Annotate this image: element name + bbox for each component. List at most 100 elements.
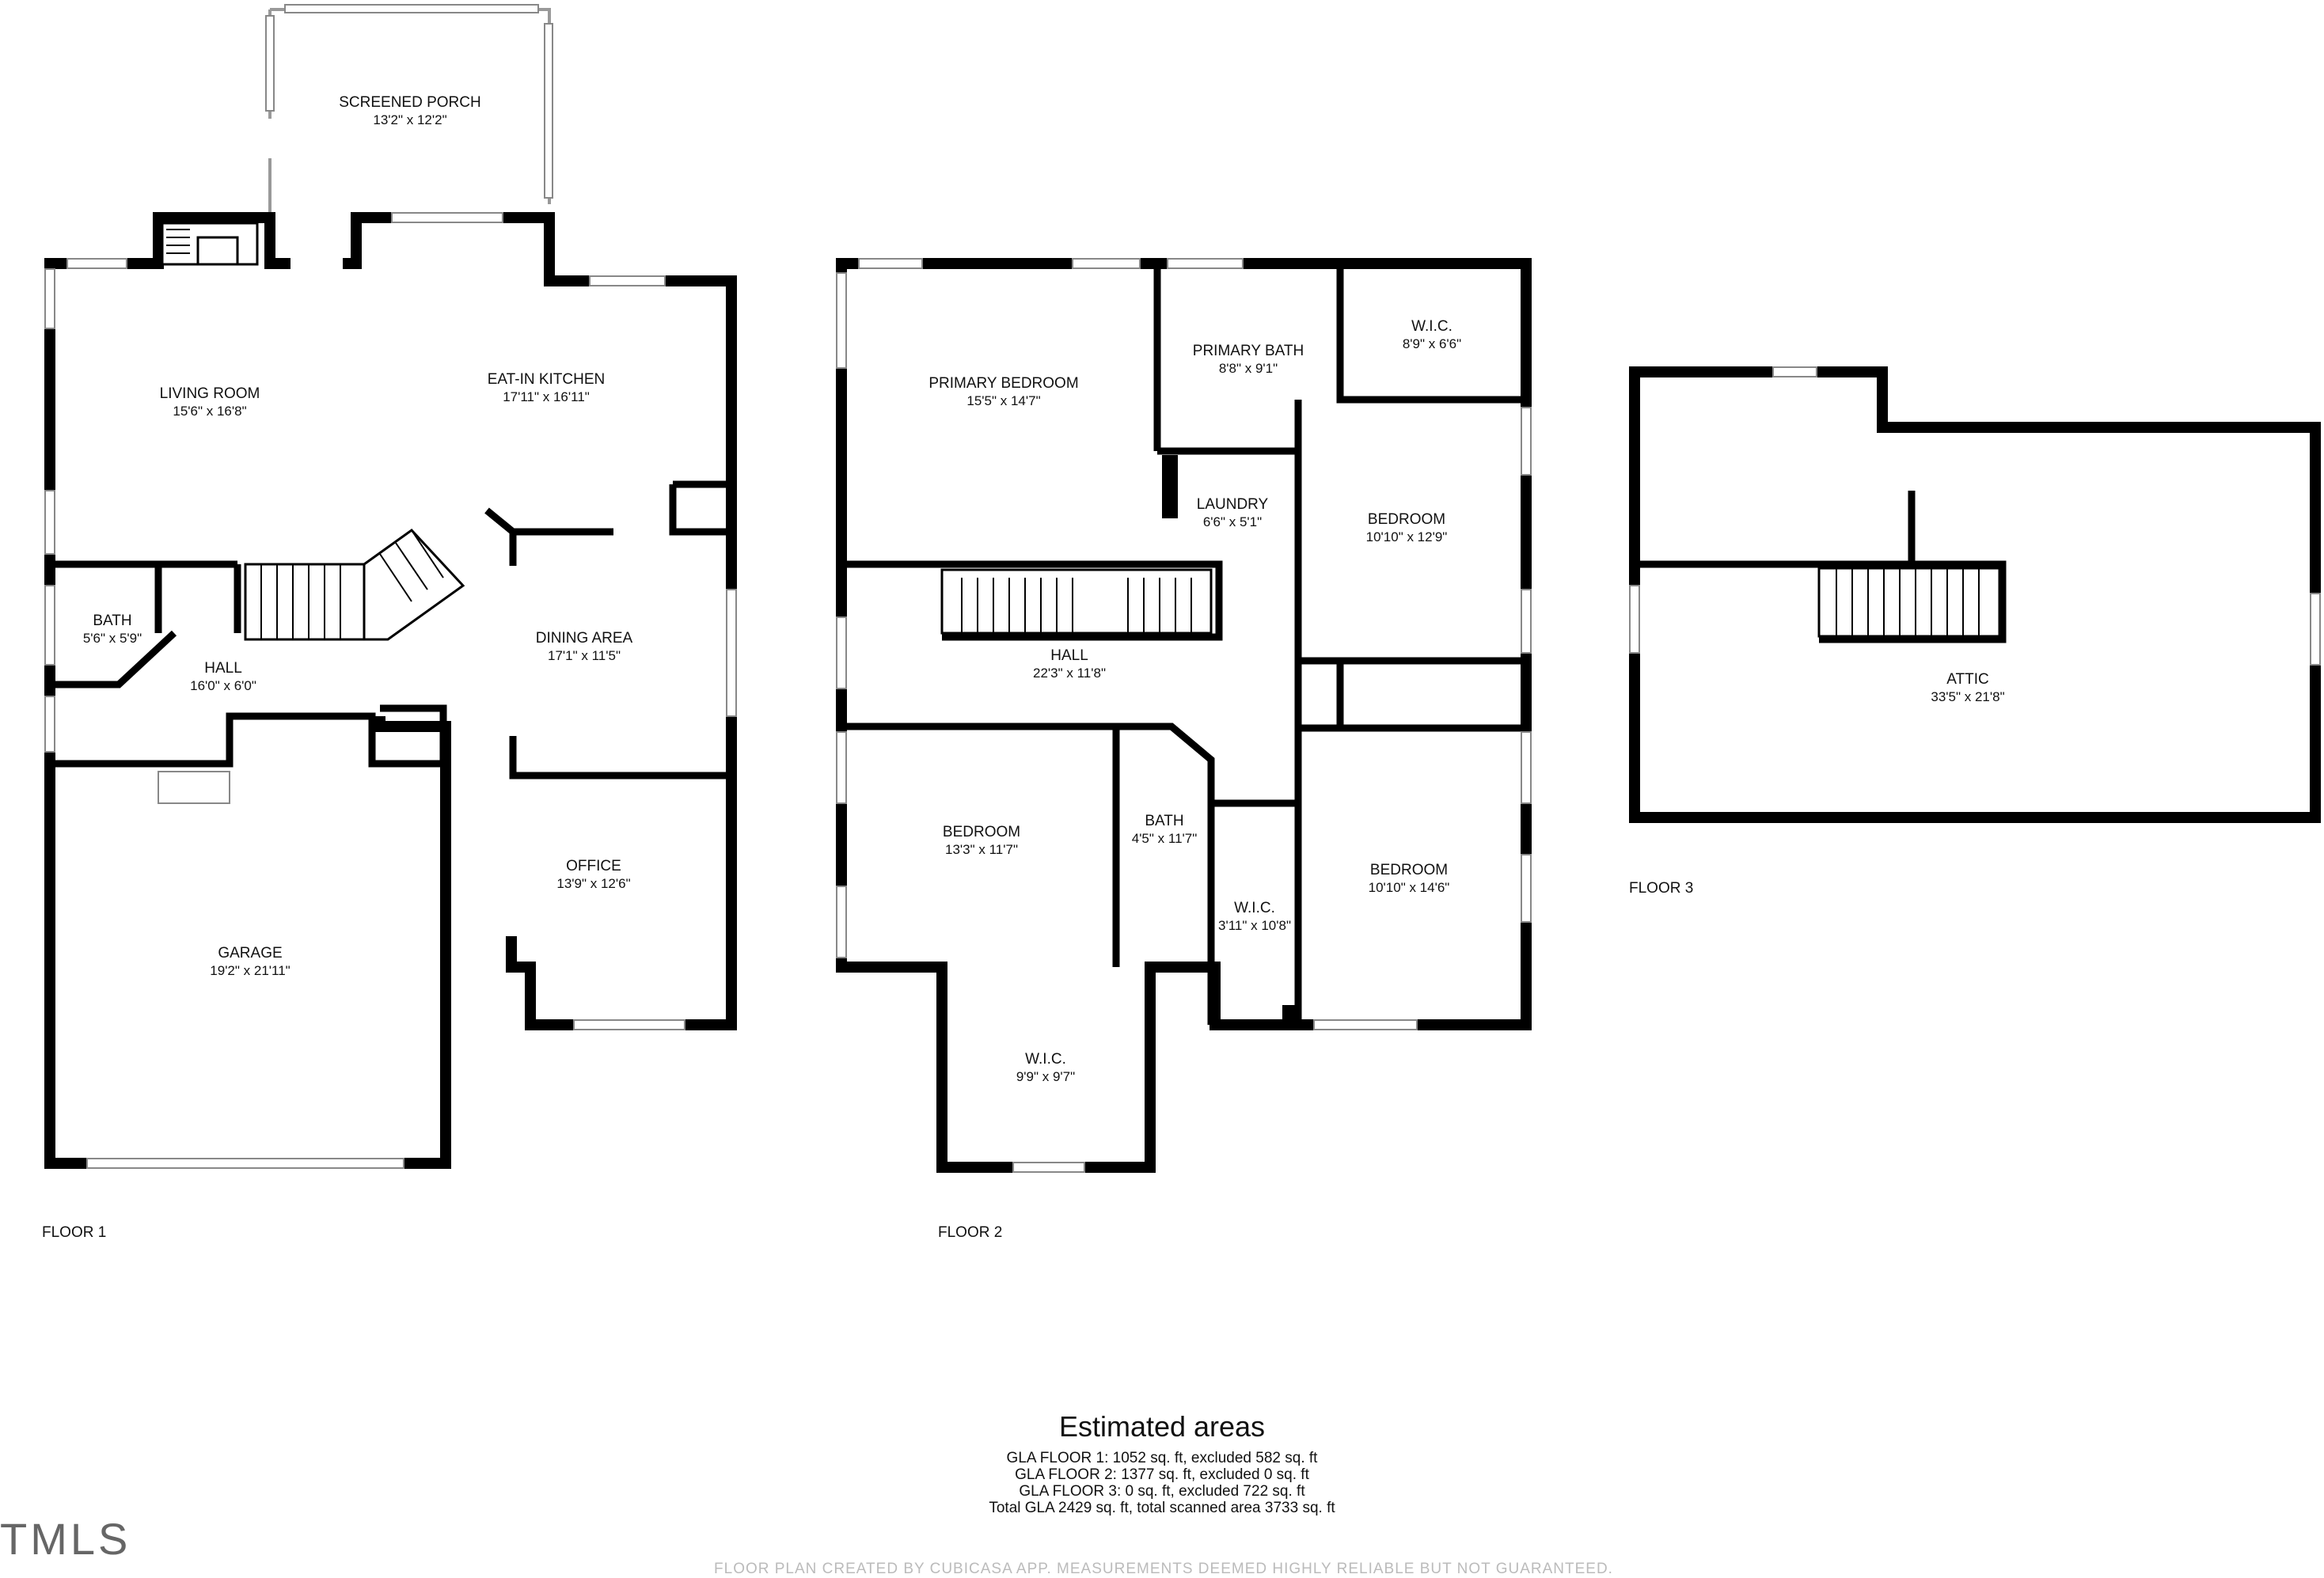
disclaimer: FLOOR PLAN CREATED BY CUBICASA APP. MEAS… — [714, 1561, 1613, 1577]
room-bath: BATH 5'6" x 5'9" — [83, 613, 142, 646]
svg-text:GARAGE: GARAGE — [218, 945, 282, 962]
svg-text:8'9" x 6'6": 8'9" x 6'6" — [1403, 336, 1461, 351]
room-upper-hall: HALL 22'3" x 11'8" — [1033, 647, 1106, 681]
fireplace — [161, 222, 259, 266]
estimated-areas: Estimated areas GLA FLOOR 1: 1052 sq. ft… — [925, 1410, 1399, 1516]
svg-text:13'9" x 12'6": 13'9" x 12'6" — [556, 876, 630, 891]
svg-text:10'10" x 12'9": 10'10" x 12'9" — [1366, 529, 1448, 544]
room-office: OFFICE 13'9" x 12'6" — [556, 858, 630, 891]
window — [1072, 258, 1141, 269]
room-living-room: LIVING ROOM 15'6" x 16'8" — [160, 385, 260, 419]
svg-text:17'1" x 11'5": 17'1" x 11'5" — [548, 648, 621, 663]
window — [391, 212, 503, 223]
room-bedroom-east: BEDROOM 10'10" x 12'9" — [1366, 511, 1448, 544]
svg-text:W.I.C.: W.I.C. — [1025, 1051, 1066, 1068]
floor-2-stairs — [940, 568, 1213, 635]
area-line-floor-2: GLA FLOOR 2: 1377 sq. ft, excluded 0 sq.… — [1015, 1466, 1309, 1483]
room-eat-in-kitchen: EAT-IN KITCHEN 17'11" x 16'11" — [488, 371, 606, 404]
room-screened-porch: SCREENED PORCH 13'2" x 12'2" — [339, 94, 480, 127]
svg-text:ATTIC: ATTIC — [1946, 671, 1988, 688]
room-bottom-wic: W.I.C. 9'9" x 9'7" — [1016, 1051, 1075, 1084]
svg-text:BATH: BATH — [1145, 813, 1183, 829]
floor-3-plan: ATTIC 33'5" x 21'8" FLOOR 3 — [1629, 366, 2321, 897]
window — [1012, 1162, 1085, 1173]
svg-text:BATH: BATH — [93, 613, 131, 629]
area-line-total: Total GLA 2429 sq. ft, total scanned are… — [989, 1500, 1335, 1516]
window — [1521, 589, 1532, 654]
svg-text:SCREENED PORCH: SCREENED PORCH — [339, 94, 480, 111]
svg-text:8'8" x 9'1": 8'8" x 9'1" — [1219, 361, 1278, 376]
wall-column — [1282, 1005, 1298, 1025]
svg-text:17'11" x 16'11": 17'11" x 16'11" — [503, 389, 590, 404]
room-attic: ATTIC 33'5" x 21'8" — [1931, 671, 2004, 704]
svg-text:LAUNDRY: LAUNDRY — [1197, 496, 1269, 513]
room-laundry: LAUNDRY 6'6" x 5'1" — [1197, 496, 1269, 529]
window — [1521, 407, 1532, 476]
floor-3-outer-wall — [1629, 366, 2321, 823]
wall-column — [1162, 455, 1178, 518]
svg-text:5'6" x 5'9": 5'6" x 5'9" — [83, 631, 142, 646]
svg-text:BEDROOM: BEDROOM — [1370, 862, 1448, 878]
room-hall: HALL 16'0" x 6'0" — [190, 660, 256, 693]
svg-text:BEDROOM: BEDROOM — [943, 824, 1020, 840]
area-line-floor-3: GLA FLOOR 3: 0 sq. ft, excluded 722 sq. … — [1019, 1483, 1305, 1500]
room-bedroom-southeast: BEDROOM 10'10" x 14'6" — [1369, 862, 1450, 895]
room-bedroom-west: BEDROOM 13'3" x 11'7" — [943, 824, 1020, 857]
svg-text:15'5" x 14'7": 15'5" x 14'7" — [966, 393, 1040, 408]
svg-text:13'2" x 12'2": 13'2" x 12'2" — [373, 112, 446, 127]
window — [858, 258, 923, 269]
floor-1-label: FLOOR 1 — [42, 1224, 106, 1241]
room-small-wic: W.I.C. 3'11" x 10'8" — [1218, 900, 1291, 933]
window — [836, 886, 847, 958]
floor-1-plan: SCREENED PORCH 13'2" x 12'2" LIVING ROOM… — [42, 4, 737, 1241]
window — [2310, 593, 2321, 666]
svg-text:W.I.C.: W.I.C. — [1411, 318, 1452, 335]
floor-2-label: FLOOR 2 — [938, 1224, 1002, 1241]
garage-door — [86, 1158, 404, 1169]
svg-text:HALL: HALL — [204, 660, 242, 677]
window — [1167, 258, 1244, 269]
window — [1772, 366, 1817, 377]
floor-2-plan: PRIMARY BEDROOM 15'5" x 14'7" PRIMARY BA… — [836, 258, 1532, 1241]
window — [836, 731, 847, 804]
window — [44, 696, 55, 753]
room-primary-wic: W.I.C. 8'9" x 6'6" — [1403, 318, 1461, 351]
room-primary-bedroom: PRIMARY BEDROOM 15'5" x 14'7" — [928, 375, 1078, 408]
svg-text:4'5" x 11'7": 4'5" x 11'7" — [1132, 831, 1198, 846]
window — [836, 272, 847, 369]
area-line-floor-1: GLA FLOOR 1: 1052 sq. ft, excluded 582 s… — [1006, 1450, 1318, 1466]
garage-steps — [158, 771, 230, 804]
window — [66, 258, 127, 269]
svg-text:DINING AREA: DINING AREA — [536, 630, 633, 647]
svg-text:PRIMARY BEDROOM: PRIMARY BEDROOM — [928, 375, 1078, 392]
svg-text:22'3" x 11'8": 22'3" x 11'8" — [1033, 666, 1106, 681]
svg-text:10'10" x 14'6": 10'10" x 14'6" — [1369, 880, 1450, 895]
window — [1521, 854, 1532, 923]
svg-text:9'9" x 9'7": 9'9" x 9'7" — [1016, 1069, 1075, 1084]
room-upper-bath: BATH 4'5" x 11'7" — [1132, 813, 1198, 846]
window — [44, 268, 55, 329]
screened-porch-outline — [265, 4, 553, 214]
window — [573, 1019, 685, 1030]
room-primary-bath: PRIMARY BATH 8'8" x 9'1" — [1193, 343, 1304, 376]
room-dining-area: DINING AREA 17'1" x 11'5" — [536, 630, 633, 663]
svg-text:PRIMARY BATH: PRIMARY BATH — [1193, 343, 1304, 359]
mls-logo: TMLS — [0, 1514, 131, 1564]
floor-3-label: FLOOR 3 — [1629, 880, 1693, 897]
svg-text:EAT-IN KITCHEN: EAT-IN KITCHEN — [488, 371, 606, 388]
svg-text:19'2" x 21'11": 19'2" x 21'11" — [210, 963, 290, 978]
svg-text:6'6" x 5'1": 6'6" x 5'1" — [1203, 514, 1262, 529]
window — [836, 616, 847, 689]
window — [1521, 731, 1532, 804]
window — [44, 490, 55, 555]
svg-text:BEDROOM: BEDROOM — [1368, 511, 1445, 528]
floor-1-outer-wall — [44, 258, 451, 1169]
floor-3-stairs — [1817, 567, 2001, 638]
room-garage: GARAGE 19'2" x 21'11" — [210, 945, 290, 978]
svg-text:LIVING ROOM: LIVING ROOM — [160, 385, 260, 402]
window — [589, 275, 666, 286]
window — [1313, 1019, 1418, 1030]
svg-text:16'0" x 6'0": 16'0" x 6'0" — [190, 678, 256, 693]
svg-text:OFFICE: OFFICE — [566, 858, 621, 874]
